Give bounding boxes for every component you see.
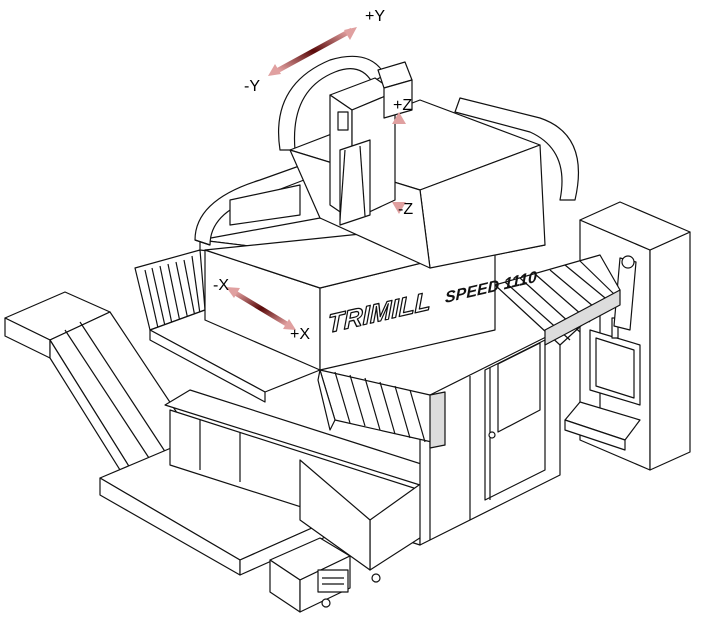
y-axis-arrow <box>268 27 357 76</box>
enclosure <box>419 329 561 546</box>
axis-label-y-minus: -Y <box>244 78 260 95</box>
z-axis-arrow <box>392 112 406 214</box>
axis-label-z-plus: +Z <box>393 97 412 114</box>
signal-light-icon <box>621 255 635 269</box>
axis-label-y-plus: +Y <box>365 8 385 25</box>
door-handle-icon <box>488 431 496 439</box>
cable-chain-right <box>454 97 579 201</box>
chip-conveyor <box>4 291 331 576</box>
bellows-right <box>494 254 621 346</box>
x-axis-arrow <box>226 287 296 330</box>
axis-label-x-plus: +X <box>290 326 310 343</box>
bellows-front <box>317 369 446 449</box>
axis-label-x-minus: -X <box>213 277 229 294</box>
axis-arrows: +Y -Y +Z -Z -X +X <box>213 8 413 343</box>
coolant-tank <box>269 537 381 613</box>
axis-label-z-minus: -Z <box>398 201 413 218</box>
spindle-head <box>329 61 413 226</box>
control-panel <box>564 255 641 451</box>
